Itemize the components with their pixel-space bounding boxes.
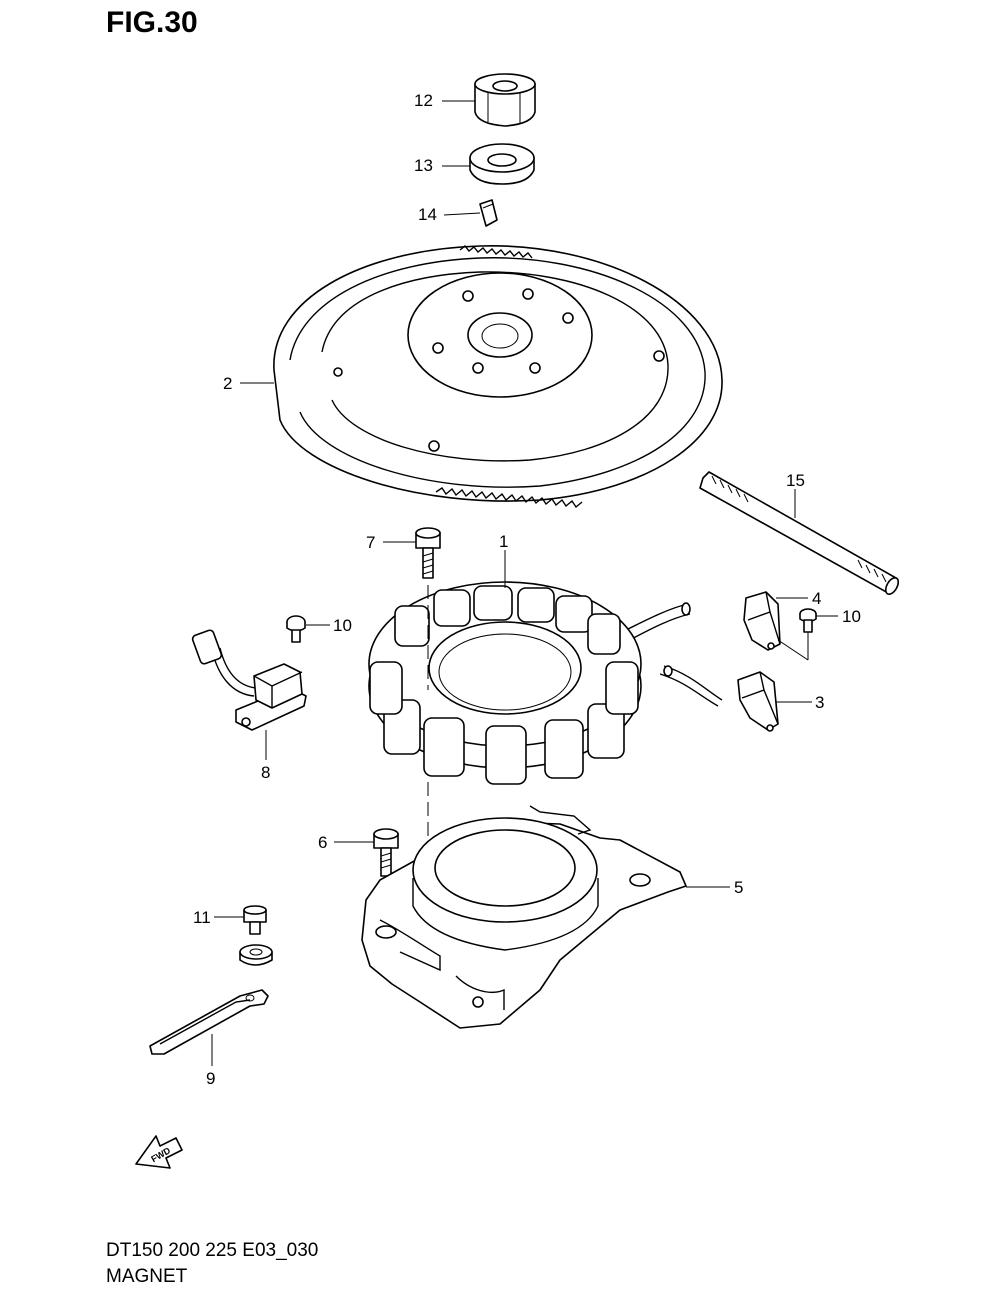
callout-10-left: 10 xyxy=(333,616,352,635)
callout-11: 11 xyxy=(193,908,211,927)
callout-8: 8 xyxy=(261,763,270,782)
callout-10-right: 10 xyxy=(842,607,861,626)
part-1-stator[interactable] xyxy=(368,581,691,785)
callout-6: 6 xyxy=(318,833,327,852)
figure-title: FIG.30 xyxy=(106,6,198,39)
callout-9: 9 xyxy=(206,1069,215,1088)
model-code: DT150 200 225 E03_030 xyxy=(106,1240,319,1261)
part-3-clamp[interactable] xyxy=(659,665,779,732)
callout-12: 12 xyxy=(414,91,433,110)
callout-13: 13 xyxy=(414,156,433,175)
callout-14: 14 xyxy=(418,205,437,224)
part-15-stud[interactable] xyxy=(699,471,901,596)
part-12-nut[interactable] xyxy=(474,73,536,127)
part-4-clamp[interactable] xyxy=(743,591,781,651)
part-7-bolt[interactable] xyxy=(415,527,441,579)
part-2-flywheel[interactable] xyxy=(273,245,723,509)
part-14-key[interactable] xyxy=(479,199,498,227)
part-5-bracket[interactable] xyxy=(361,805,687,1029)
part-10-screw-left[interactable] xyxy=(286,615,306,643)
leader-14 xyxy=(443,212,481,216)
part-11-bolt[interactable] xyxy=(239,905,273,966)
part-6-bolt[interactable] xyxy=(373,828,399,877)
part-13-washer[interactable] xyxy=(469,143,535,185)
callout-7: 7 xyxy=(366,533,375,552)
section-name: MAGNET xyxy=(106,1266,188,1287)
callout-3: 3 xyxy=(815,693,824,712)
part-8-sensor[interactable] xyxy=(191,629,307,731)
callout-4: 4 xyxy=(812,589,821,608)
part-10-screw-right[interactable] xyxy=(799,608,817,633)
callout-15: 15 xyxy=(786,471,805,490)
alignment-line-4 xyxy=(777,639,809,661)
fwd-arrow-icon: FWD xyxy=(135,1135,183,1169)
part-9-plate[interactable] xyxy=(149,989,269,1055)
callout-1: 1 xyxy=(499,532,508,551)
callout-5: 5 xyxy=(734,878,743,897)
callout-2: 2 xyxy=(223,374,232,393)
